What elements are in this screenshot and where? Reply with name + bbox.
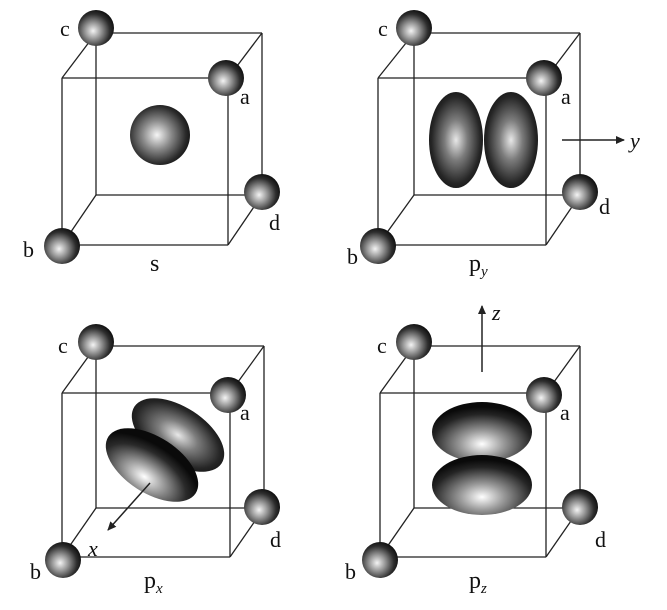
atom-label-d: d bbox=[270, 527, 281, 552]
atom-c bbox=[396, 10, 432, 46]
atom-d bbox=[562, 489, 598, 525]
panel-pz: z c a d b pz bbox=[345, 300, 606, 597]
px-orbital-lobe-front bbox=[105, 428, 199, 502]
atom-b bbox=[362, 542, 398, 578]
panel-s: c a d b s bbox=[23, 10, 280, 277]
atom-label-c: c bbox=[377, 333, 387, 358]
s-orbital-sphere bbox=[130, 105, 190, 165]
atom-a bbox=[210, 377, 246, 413]
axis-label-z: z bbox=[491, 300, 501, 325]
x-axis-arrow bbox=[107, 482, 151, 531]
atom-label-a: a bbox=[561, 84, 571, 109]
panel-py: y c a d b py bbox=[347, 10, 640, 280]
atom-a bbox=[526, 377, 562, 413]
atom-label-c: c bbox=[58, 333, 68, 358]
atom-label-b: b bbox=[30, 559, 41, 584]
atom-label-c: c bbox=[378, 16, 388, 41]
atom-label-a: a bbox=[240, 84, 250, 109]
px-orbital-lobe-back bbox=[131, 398, 225, 472]
atom-b bbox=[360, 228, 396, 264]
atom-c bbox=[78, 324, 114, 360]
atom-label-a: a bbox=[560, 400, 570, 425]
atom-c bbox=[78, 10, 114, 46]
pz-orbital-lobe-top bbox=[432, 402, 532, 462]
atom-label-d: d bbox=[269, 210, 280, 235]
axis-label-y: y bbox=[628, 128, 640, 153]
py-orbital-lobe-right bbox=[484, 92, 538, 188]
atom-label-d: d bbox=[599, 194, 610, 219]
atom-b bbox=[44, 228, 80, 264]
atom-a bbox=[208, 60, 244, 96]
atom-b bbox=[45, 542, 81, 578]
atom-label-d: d bbox=[595, 527, 606, 552]
atom-d bbox=[244, 174, 280, 210]
atom-d bbox=[562, 174, 598, 210]
atom-a bbox=[526, 60, 562, 96]
py-orbital-lobe-left bbox=[429, 92, 483, 188]
atom-label-b: b bbox=[23, 237, 34, 262]
atom-label-a: a bbox=[240, 400, 250, 425]
panel-caption: s bbox=[150, 251, 159, 277]
atom-label-b: b bbox=[347, 244, 358, 269]
panel-px: x c a d b px bbox=[30, 324, 281, 597]
panel-caption: px bbox=[144, 568, 163, 597]
atom-d bbox=[244, 489, 280, 525]
atom-label-c: c bbox=[60, 16, 70, 41]
atom-c bbox=[396, 324, 432, 360]
cube-frame bbox=[61, 345, 265, 558]
atom-label-b: b bbox=[345, 559, 356, 584]
panel-caption: pz bbox=[469, 568, 487, 597]
axis-label-x: x bbox=[87, 536, 98, 561]
pz-orbital-lobe-bottom bbox=[432, 455, 532, 515]
panel-caption: py bbox=[469, 251, 488, 280]
